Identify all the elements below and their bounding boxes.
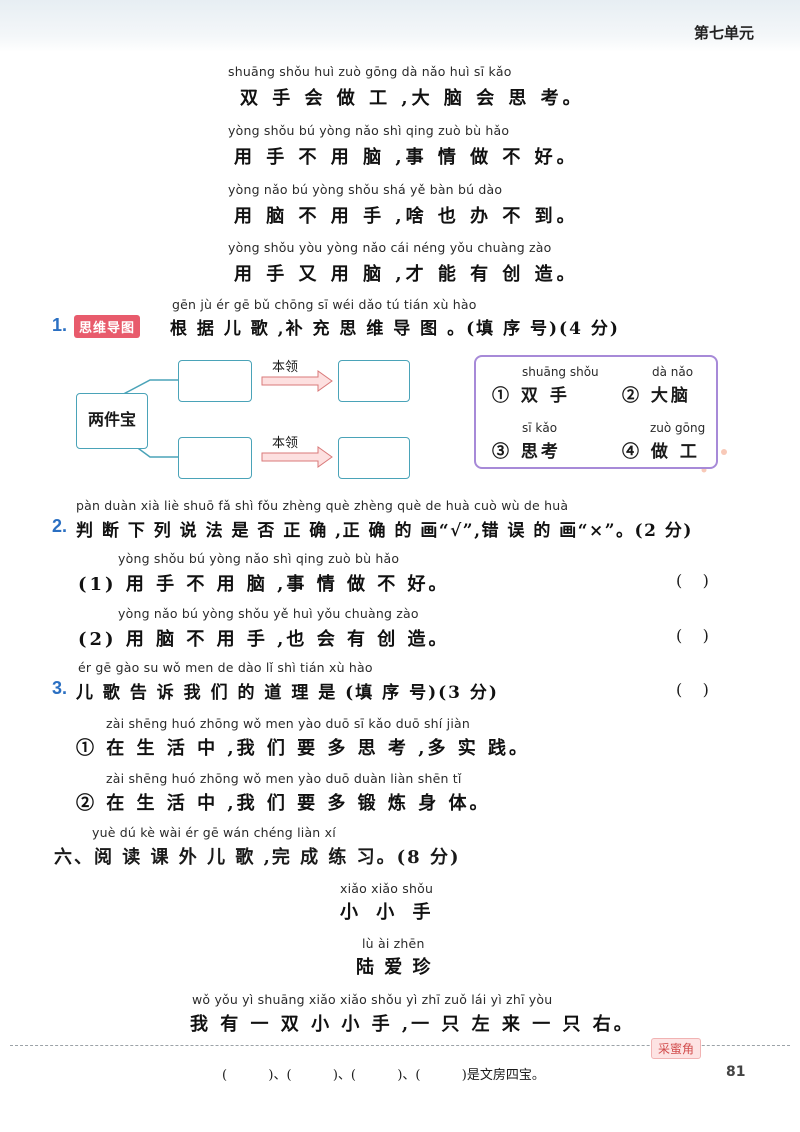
poem-line-1: 双 手 会 做 工 ,大 脑 会 思 考。 xyxy=(240,88,585,109)
option-2: ② 大脑 xyxy=(622,386,691,406)
footer-divider xyxy=(10,1045,790,1046)
option-3-pinyin: sī kǎo xyxy=(522,421,558,435)
poem-line-4: 用 手 又 用 脑 ,才 能 有 创 造。 xyxy=(234,264,579,285)
q2-item-2-pinyin: yòng nǎo bú yòng shǒu yě huì yǒu chuàng … xyxy=(118,606,419,621)
poem-line-2: 用 手 不 用 脑 ,事 情 做 不 好。 xyxy=(234,147,579,168)
q3-number: 3. xyxy=(52,678,68,698)
poem6-line: 我 有 一 双 小 小 手 ,一 只 左 来 一 只 右。 xyxy=(190,1014,635,1035)
author: 陆 爱 珍 xyxy=(356,957,433,978)
options-panel: shuāng shǒu ① 双 手 dà nǎo ② 大脑 sī kǎo ③ 思… xyxy=(474,355,718,469)
q3-option-2-pinyin: zài shēng huó zhōng wǒ men yào duō duàn … xyxy=(106,771,462,786)
answer-box-3[interactable] xyxy=(338,360,410,402)
q3-option-2: ② 在 生 活 中 ,我 们 要 多 锻 炼 身 体。 xyxy=(76,793,491,814)
option-2-pinyin: dà nǎo xyxy=(652,365,694,379)
poem-line-2-pinyin: yòng shǒu bú yòng nǎo shì qing zuò bù hǎ… xyxy=(228,123,510,138)
poem-title-pinyin: xiǎo xiǎo shǒu xyxy=(340,881,434,896)
q3-text: 儿 歌 告 诉 我 们 的 道 理 是 (填 序 号)(3 分) xyxy=(76,683,499,703)
answer-box-4[interactable] xyxy=(338,437,410,479)
arrow-1 xyxy=(261,370,333,392)
answer-box-1[interactable] xyxy=(178,360,252,402)
q2-item-2: (2) 用 脑 不 用 手 ,也 会 有 创 造。 xyxy=(78,629,450,650)
option-1-pinyin: shuāng shǒu xyxy=(522,365,599,379)
poem-line-1-pinyin: shuāng shǒu huì zuò gōng dà nǎo huì sī k… xyxy=(228,64,512,79)
header-band xyxy=(0,0,800,52)
page-number: 81 xyxy=(726,1064,746,1080)
tip-badge: 采蜜角 xyxy=(651,1038,702,1059)
footer-quiz: ( )、( )、( )、( )是文房四宝。 xyxy=(222,1068,545,1083)
q1-text: 根 据 儿 歌 ,补 充 思 维 导 图 。(填 序 号)(4 分) xyxy=(170,319,620,339)
poem-title: 小 小 手 xyxy=(340,902,437,923)
center-node: 两件宝 xyxy=(76,393,148,449)
center-node-label: 两件宝 xyxy=(87,410,136,429)
option-1: ① 双 手 xyxy=(492,386,570,406)
mind-map-tag: 思维导图 xyxy=(74,315,141,338)
author-pinyin: lù ài zhēn xyxy=(362,936,425,951)
arrow-label-1: 本领 xyxy=(272,360,299,375)
q2-item-1: (1) 用 手 不 用 脑 ,事 情 做 不 好。 xyxy=(78,574,450,595)
q3-pinyin: ér gē gào su wǒ men de dào lǐ shì tián x… xyxy=(78,660,373,675)
option-4: ④ 做 工 xyxy=(622,442,700,462)
q3-option-1: ① 在 生 活 中 ,我 们 要 多 思 考 ,多 实 践。 xyxy=(76,738,530,759)
q1-number: 1. xyxy=(52,315,68,335)
q3-answer[interactable]: ( ) xyxy=(676,680,709,699)
q2-item-1-answer[interactable]: ( ) xyxy=(676,571,709,590)
poem6-line-pinyin: wǒ yǒu yì shuāng xiǎo xiǎo shǒu yì zhī z… xyxy=(192,992,553,1007)
arrow-2 xyxy=(261,446,333,468)
q3-option-1-pinyin: zài shēng huó zhōng wǒ men yào duō sī kǎ… xyxy=(106,716,470,731)
section6-pinyin: yuè dú kè wài ér gē wán chéng liàn xí xyxy=(92,825,336,840)
answer-box-2[interactable] xyxy=(178,437,252,479)
q2-number: 2. xyxy=(52,516,68,536)
option-3: ③ 思考 xyxy=(492,442,561,462)
unit-label: 第七单元 xyxy=(693,24,754,42)
q2-text: 判 断 下 列 说 法 是 否 正 确 ,正 确 的 画“√”,错 误 的 画“… xyxy=(76,521,693,541)
poem-line-3: 用 脑 不 用 手 ,啥 也 办 不 到。 xyxy=(234,206,579,227)
section6-title: 六、阅 读 课 外 儿 歌 ,完 成 练 习。(8 分) xyxy=(54,847,461,868)
option-4-pinyin: zuò gōng xyxy=(650,421,706,435)
q2-pinyin: pàn duàn xià liè shuō fǎ shì fǒu zhèng q… xyxy=(76,498,569,513)
q2-item-2-answer[interactable]: ( ) xyxy=(676,626,709,645)
poem-line-3-pinyin: yòng nǎo bú yòng shǒu shá yě bàn bú dào xyxy=(228,182,503,197)
q2-item-1-pinyin: yòng shǒu bú yòng nǎo shì qing zuò bù hǎ… xyxy=(118,551,400,566)
arrow-label-2: 本领 xyxy=(272,436,299,451)
poem-line-4-pinyin: yòng shǒu yòu yòng nǎo cái néng yǒu chuà… xyxy=(228,240,552,255)
q1-pinyin: gēn jù ér gē bǔ chōng sī wéi dǎo tú tián… xyxy=(172,297,477,312)
